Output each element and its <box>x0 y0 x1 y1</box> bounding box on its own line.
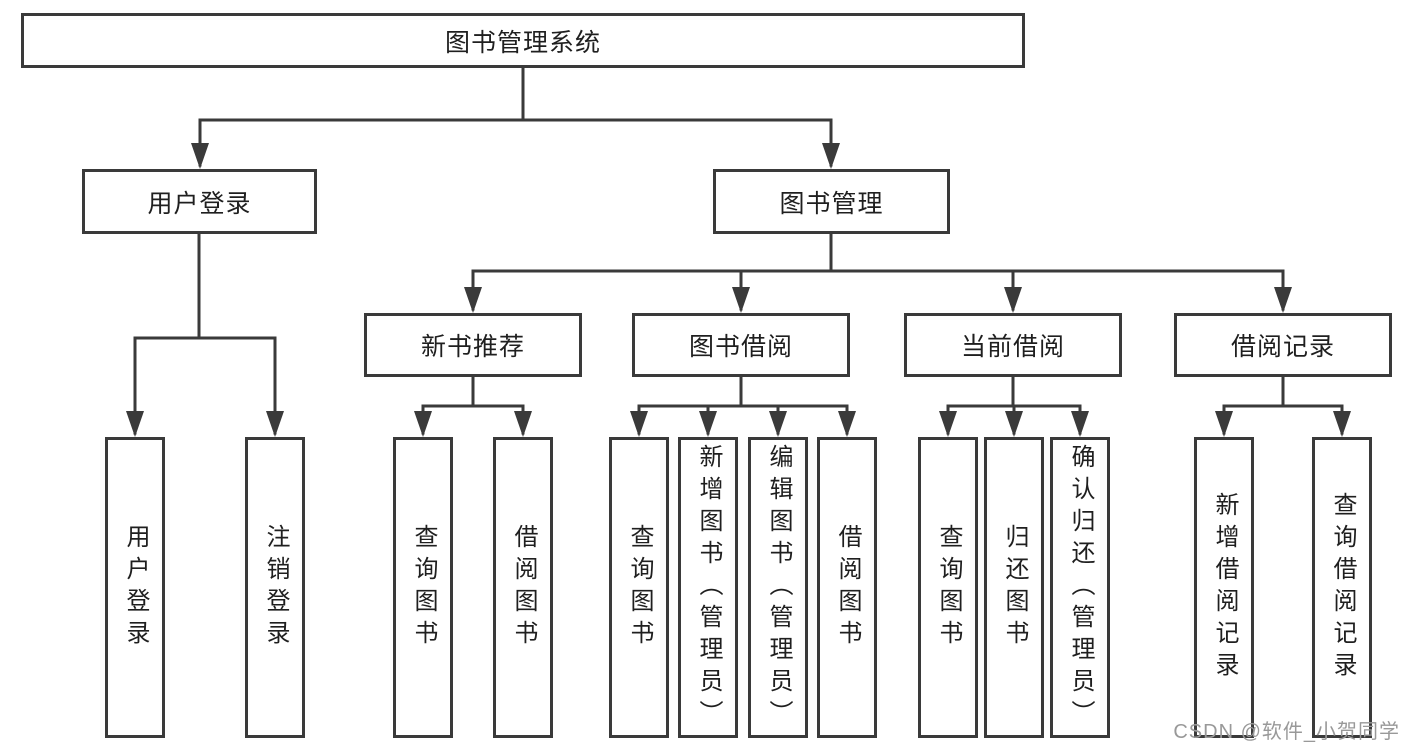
node-new-book-recommend: 新书推荐 <box>364 313 582 377</box>
arrowhead <box>514 411 532 437</box>
csdn-watermark: CSDN @软件_小贺同学 <box>1173 721 1400 743</box>
node-borrow-records: 借阅记录 <box>1174 313 1392 377</box>
edge-new-books-to-leaves <box>421 375 525 435</box>
arrowhead <box>1005 411 1023 437</box>
arrowhead <box>191 143 209 169</box>
edge-book-borrow-to-leaves <box>637 375 849 435</box>
leaf-query-books-2: 查询图书 <box>609 437 669 738</box>
leaf-borrow-books-1: 借阅图书 <box>493 437 553 738</box>
leaf-query-books-1: 查询图书 <box>393 437 453 738</box>
node-root-system: 图书管理系统 <box>21 13 1025 68</box>
leaf-query-borrow-record: 查询借阅记录 <box>1312 437 1372 738</box>
arrowhead <box>630 411 648 437</box>
arrowhead <box>732 287 750 313</box>
node-book-borrow: 图书借阅 <box>632 313 850 377</box>
leaf-return-books: 归还图书 <box>984 437 1044 738</box>
arrowhead <box>1274 287 1292 313</box>
arrowhead <box>699 411 717 437</box>
leaf-confirm-return-admin: 确认归还（管理员） <box>1050 437 1110 738</box>
edge-root-to-level2 <box>198 66 833 167</box>
edge-user-login-to-leaves <box>133 232 277 435</box>
arrowhead <box>838 411 856 437</box>
arrowhead <box>414 411 432 437</box>
arrowhead <box>822 143 840 169</box>
leaf-user-login: 用户登录 <box>105 437 165 738</box>
edge-book-mgmt-to-sections <box>471 232 1285 311</box>
edge-borrow-records-to-leaves <box>1222 375 1344 435</box>
arrowhead <box>769 411 787 437</box>
node-book-management: 图书管理 <box>713 169 950 234</box>
arrowhead <box>1071 411 1089 437</box>
node-current-borrow: 当前借阅 <box>904 313 1122 377</box>
arrowhead <box>464 287 482 313</box>
leaf-edit-books-admin: 编辑图书（管理员） <box>748 437 808 738</box>
arrowhead <box>1215 411 1233 437</box>
leaf-add-borrow-record: 新增借阅记录 <box>1194 437 1254 738</box>
leaf-borrow-books-2: 借阅图书 <box>817 437 877 738</box>
arrowhead <box>939 411 957 437</box>
arrowhead <box>1333 411 1351 437</box>
arrowhead <box>1004 287 1022 313</box>
leaf-add-books-admin: 新增图书（管理员） <box>678 437 738 738</box>
node-user-login: 用户登录 <box>82 169 317 234</box>
arrowhead <box>266 411 284 437</box>
leaf-logout: 注销登录 <box>245 437 305 738</box>
leaf-query-books-3: 查询图书 <box>918 437 978 738</box>
arrowhead <box>126 411 144 437</box>
